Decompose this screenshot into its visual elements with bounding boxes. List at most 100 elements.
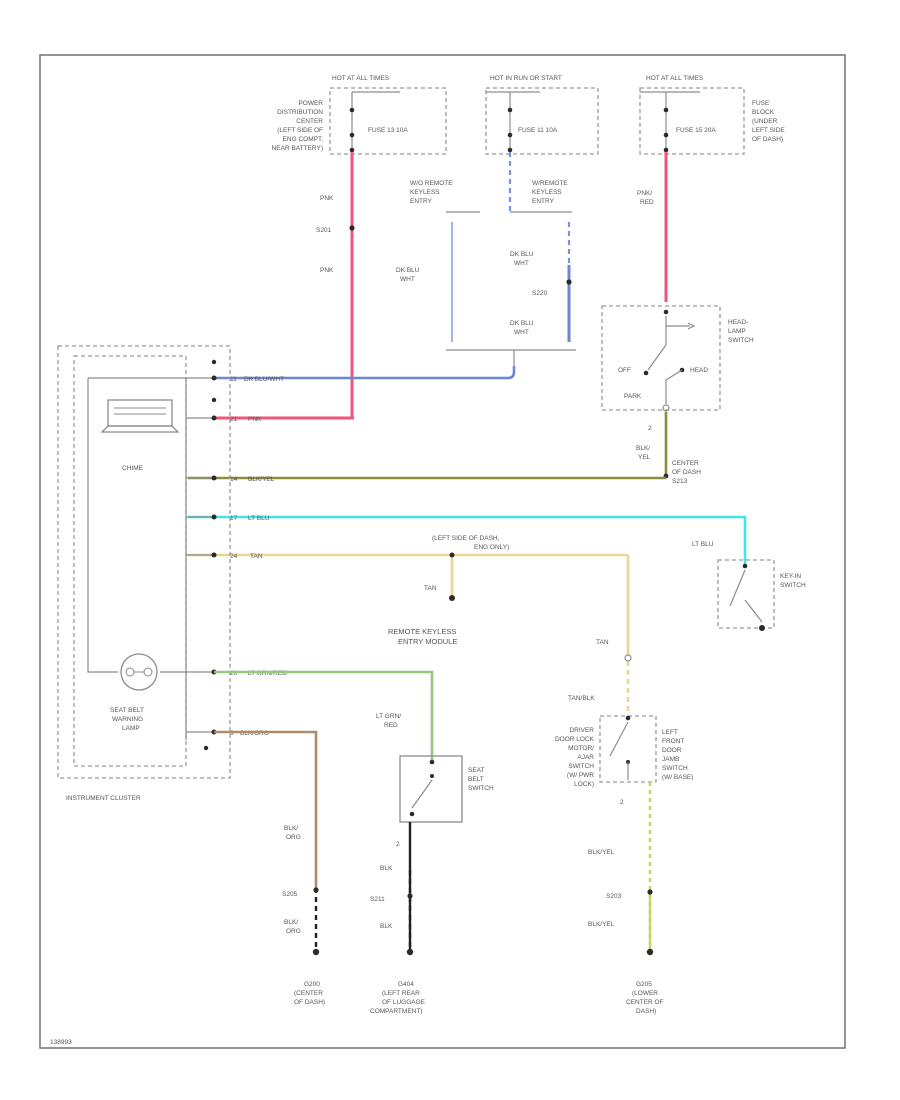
- off-position-label: OFF: [618, 367, 631, 374]
- lt-grn-red-label-2: RED: [384, 722, 398, 729]
- g205-label-4: DASH): [636, 1008, 656, 1015]
- fuse-right-fuse-label: FUSE 15 20A: [676, 127, 716, 134]
- fuse-mid-box: HOT IN RUN OR START FUSE 11 10A: [485, 75, 599, 155]
- tan-wire-label-left: TAN: [424, 585, 437, 592]
- diagram-frame: [39, 54, 846, 1049]
- driver-door-label-4: AJAR: [577, 754, 594, 761]
- fuse-mid-fuse-label: FUSE 11 10A: [518, 127, 558, 134]
- fuse-mid-hot-label: HOT IN RUN OR START: [490, 75, 562, 82]
- pin-14-wire: BLK/YEL: [248, 476, 275, 483]
- blk-yel-label-lower: BLK/YEL: [588, 921, 615, 928]
- svg-text:BLK/ORG: BLK/ORG: [284, 825, 301, 841]
- left-side-dash-label-1: (LEFT SIDE OF DASH,: [432, 535, 500, 542]
- headlamp-switch-label-2: LAMP: [728, 328, 746, 335]
- fuse-left-fuse-label: FUSE 13 10A: [368, 127, 408, 134]
- fuse-right-location-2: BLOCK: [752, 109, 775, 116]
- pin-11-wire: DK BLU/WHT: [244, 376, 284, 383]
- pin-24-label: 24: [230, 553, 238, 560]
- headlamp-switch-label-1: HEAD-: [728, 319, 748, 326]
- fuse-left-location-5: ENG COMPT,: [283, 136, 324, 143]
- s205-splice-label: S205: [282, 891, 298, 898]
- fuse-left-location-2: DISTRIBUTION: [277, 109, 323, 116]
- pink-circuit: PNK S201 PNK: [214, 152, 355, 420]
- lt-blu-wire-label: LT BLU: [692, 541, 714, 548]
- blk-org-label-lower-1: BLK/: [284, 919, 298, 926]
- left-side-dash-label-2: ENG ONLY): [474, 544, 509, 551]
- chime-icon: [100, 399, 180, 433]
- center-dash-label-1: CENTER: [672, 460, 699, 467]
- left-door-switch-label-2: FRONT: [662, 738, 684, 745]
- g200-label-1: G200: [304, 981, 320, 988]
- pnk-red-label-2: RED: [640, 199, 654, 206]
- left-door-switch-label-5: SWITCH: [662, 765, 688, 772]
- g404-label-2: (LEFT REAR: [382, 990, 420, 997]
- g200-label-3: OF DASH): [294, 999, 325, 1006]
- park-position-label: PARK: [624, 393, 642, 400]
- left-door-switch-label-6: (W/ BASE): [662, 774, 693, 781]
- fuse-right-location-5: OF DASH): [752, 136, 783, 143]
- left-door-switch-label-1: LEFT: [662, 729, 678, 736]
- driver-door-label-1: DRIVER: [569, 727, 594, 734]
- g404-label-4: COMPARTMENT): [370, 1008, 422, 1015]
- driver-door-label-5: SWITCH: [568, 763, 594, 770]
- driver-door-label-7: LOCK): [574, 781, 594, 788]
- pin-11-label: 11: [230, 376, 237, 383]
- dk-blu-wht-lower-1: DK BLU: [510, 320, 534, 327]
- fuse-left-hot-label: HOT AT ALL TIMES: [332, 75, 390, 82]
- s201-splice-label: S201: [316, 227, 332, 234]
- w-keyless-label-2: KEYLESS: [532, 189, 562, 196]
- g205-label-2: (LOWER: [632, 990, 658, 997]
- svg-text:PNK/RED: PNK/RED: [637, 190, 654, 206]
- fuse-left-location-4: (LEFT SIDE OF: [277, 127, 323, 134]
- lt-grn-red-label-1: LT GRN/: [376, 713, 401, 720]
- w-o-keyless-label-2: KEYLESS: [410, 189, 440, 196]
- left-door-switch-label-3: DOOR: [662, 747, 682, 754]
- pin-17-label: 17: [230, 515, 238, 522]
- dk-blu-wht-lower-2: WHT: [514, 329, 529, 336]
- dk-blu-wht-left-1: DK BLU: [396, 267, 420, 274]
- pin-21-wire: PNK: [248, 416, 262, 423]
- driver-door-label-6: (W/ PWR: [567, 772, 594, 779]
- blk-yel-vert-2: YEL: [638, 454, 651, 461]
- seat-belt-pin-label: 2: [396, 841, 400, 848]
- svg-text:LT GRN/RED: LT GRN/RED: [376, 713, 401, 729]
- pin-24-wire: TAN: [250, 553, 263, 560]
- keyless-module-label-1: REMOTE KEYLESS: [388, 627, 456, 636]
- pin-21-label: 21: [230, 416, 238, 423]
- pnk-wire-label-bottom: PNK: [320, 267, 334, 274]
- pin-17-wire: LT BLU: [248, 515, 270, 522]
- seat-belt-lamp-label-1: SEAT BELT: [110, 707, 144, 714]
- headlamp-pin-label: 2: [648, 425, 652, 432]
- seat-belt-lamp-label-3: LAMP: [122, 725, 140, 732]
- door-switch-pin-label: 2: [620, 799, 624, 806]
- center-dash-label-2: OF DASH: [672, 469, 701, 476]
- blk-org-label-upper-1: BLK/: [284, 825, 298, 832]
- pin-20-wire: LT GRN/RED: [248, 670, 287, 677]
- key-in-switch-label-2: SWITCH: [780, 582, 806, 589]
- blk-wire-label-lower: BLK: [380, 923, 393, 930]
- seat-belt-switch-label-3: SWITCH: [468, 785, 494, 792]
- pnk-red-label-1: PNK/: [637, 190, 652, 197]
- driver-door-label-3: MOTOR/: [568, 745, 594, 752]
- g404-label-3: OF LUGGAGE: [382, 999, 426, 1006]
- g205-label-1: G205: [636, 981, 652, 988]
- seat-belt-lamp-label-2: WARNING: [112, 716, 143, 723]
- tan-circuit: (LEFT SIDE OF DASH,ENG ONLY) TAN TAN TAN…: [188, 535, 632, 712]
